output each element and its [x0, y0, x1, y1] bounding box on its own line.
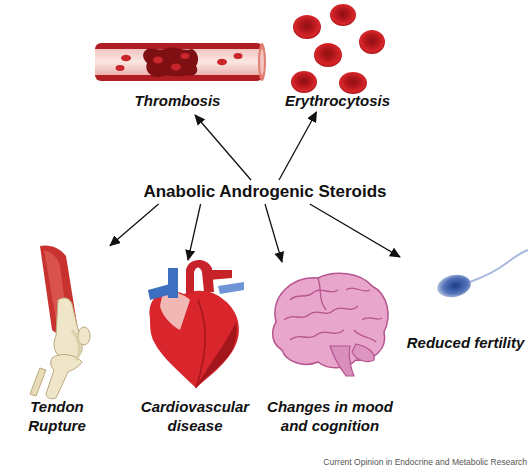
- effect-node: Erythrocytosis: [285, 0, 390, 112]
- effect-label: Erythrocytosis: [285, 91, 390, 110]
- arrow-connector: [279, 112, 317, 180]
- arrow-connector: [195, 115, 251, 180]
- effect-node: Changes in mood and cognition: [250, 262, 410, 445]
- knee-illustration: [30, 245, 90, 398]
- effect-node: Reduced fertility: [400, 245, 531, 365]
- effect-node: Cardiovascular disease: [125, 260, 265, 445]
- arrow-connector: [188, 204, 201, 260]
- heart-illustration: [148, 260, 244, 388]
- effect-label: Reduced fertility: [400, 333, 531, 352]
- effect-node: Thrombosis: [90, 35, 265, 115]
- erythrocytes-illustration: [291, 4, 385, 94]
- effect-node: Tendon Rupture: [5, 240, 110, 445]
- arrow-connector: [265, 204, 282, 262]
- effect-label: Tendon Rupture: [17, 397, 97, 435]
- effect-label: Cardiovascular disease: [133, 397, 257, 435]
- central-node: Anabolic Androgenic Steroids: [125, 180, 405, 204]
- brain-illustration: [273, 273, 388, 376]
- effect-label: Thrombosis: [90, 91, 265, 110]
- credit-note: Current Opinion in Endocrine and Metabol…: [323, 457, 527, 467]
- sperm-illustration: [435, 250, 528, 300]
- vessel-illustration: [95, 43, 266, 81]
- arrow-connector: [110, 204, 159, 246]
- effect-label: Changes in mood and cognition: [262, 397, 398, 435]
- central-label: Anabolic Androgenic Steroids: [125, 180, 405, 204]
- arrow-connector: [310, 204, 400, 257]
